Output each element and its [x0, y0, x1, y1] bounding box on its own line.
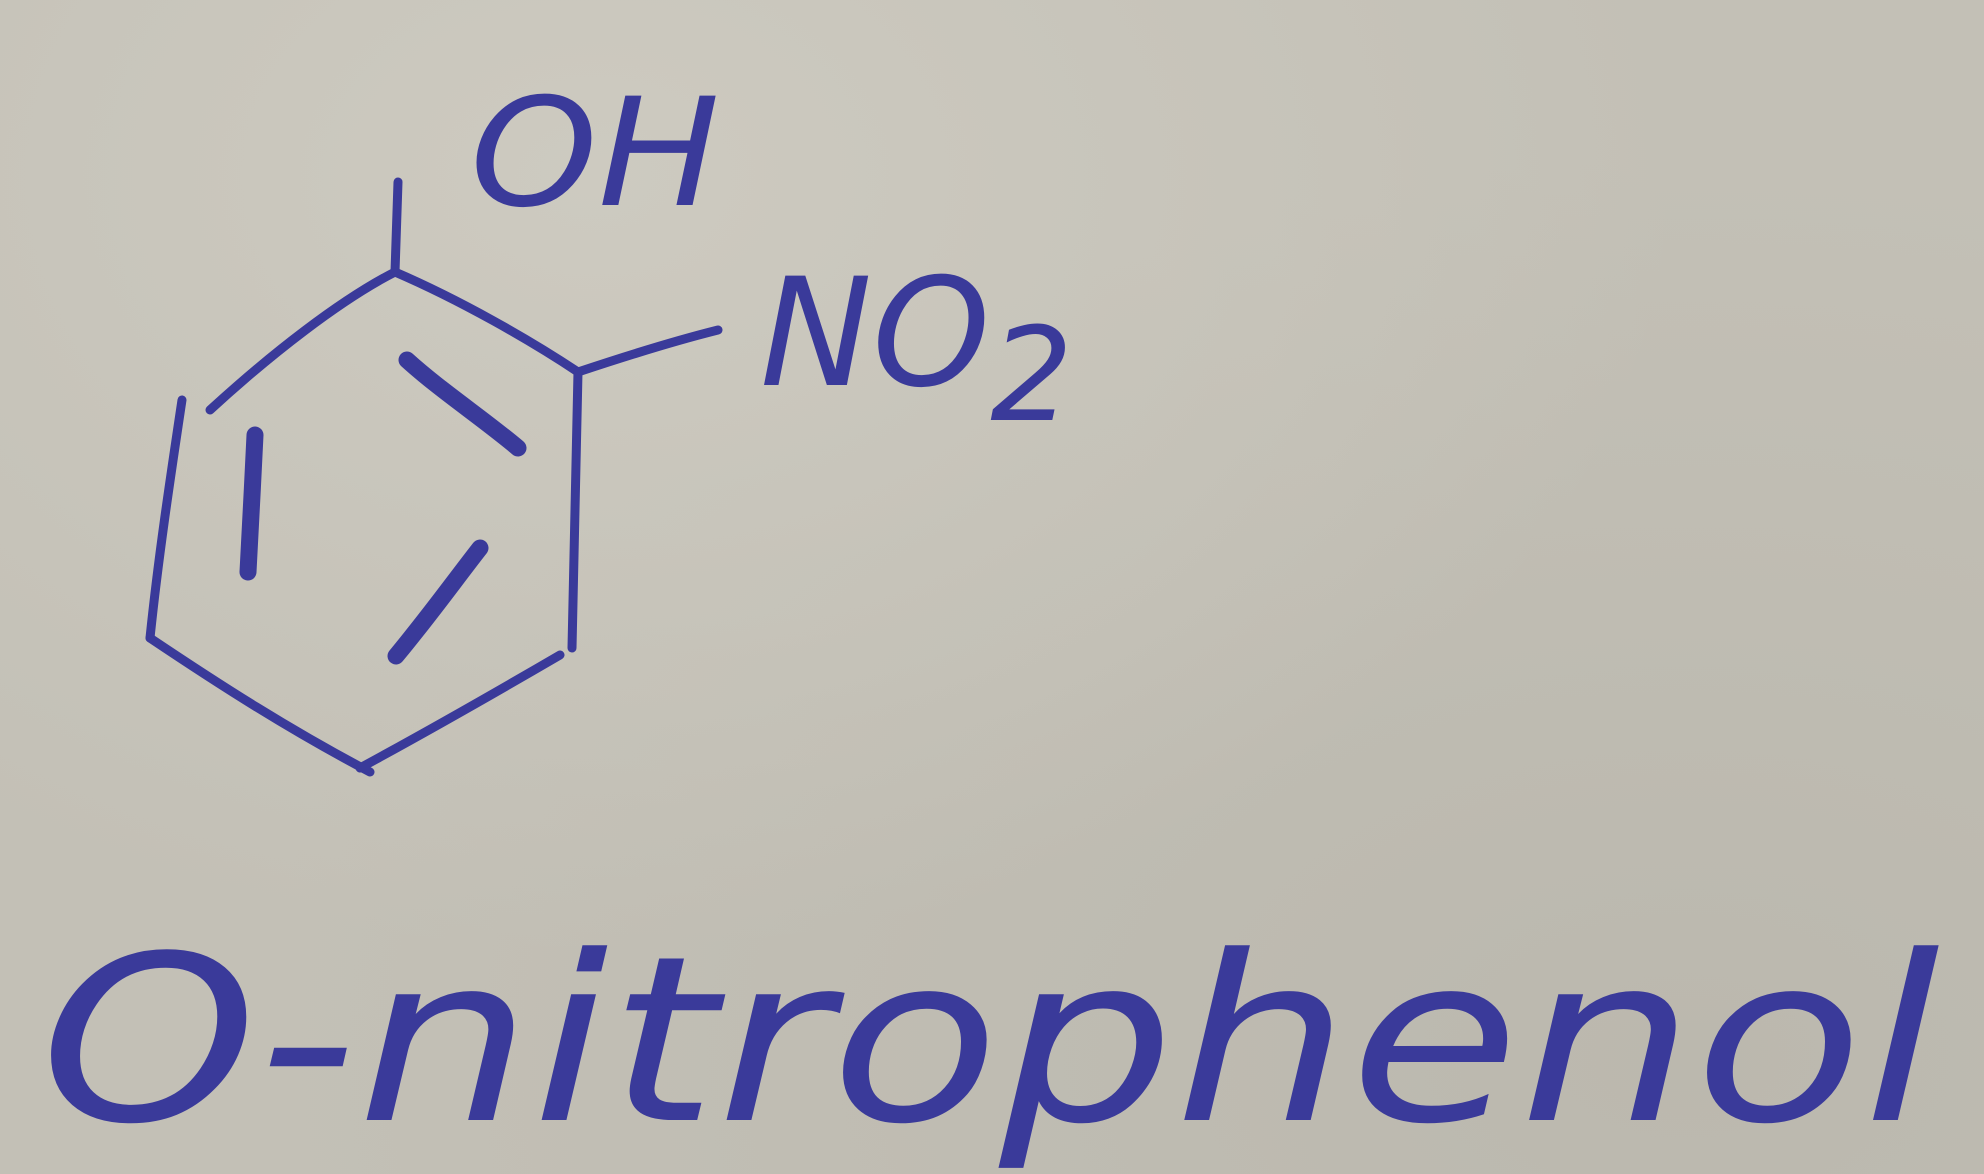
oh-label: OH — [470, 67, 720, 241]
double-bond-lower — [387, 539, 489, 665]
compound-name: O-nitrophenol — [40, 908, 1940, 1174]
oh-bond — [390, 177, 403, 277]
ring-bond-top-left — [205, 267, 400, 415]
ring-bond-right — [567, 367, 583, 653]
double-bonds — [239, 351, 527, 665]
ring-bond-top-right — [390, 267, 583, 377]
no2-bond — [573, 325, 723, 377]
no2-label: NO2 — [760, 247, 1073, 451]
ring-bond-left — [145, 395, 187, 643]
double-bond-left — [239, 426, 264, 581]
benzene-ring — [145, 267, 583, 777]
oh-text: OH — [470, 67, 720, 241]
double-bond-upper — [398, 351, 527, 457]
ring-bond-bottom-right — [355, 650, 565, 773]
substituent-bonds — [390, 177, 723, 377]
ring-bond-bottom-left — [145, 633, 375, 777]
no2-text: NO2 — [760, 247, 1073, 451]
